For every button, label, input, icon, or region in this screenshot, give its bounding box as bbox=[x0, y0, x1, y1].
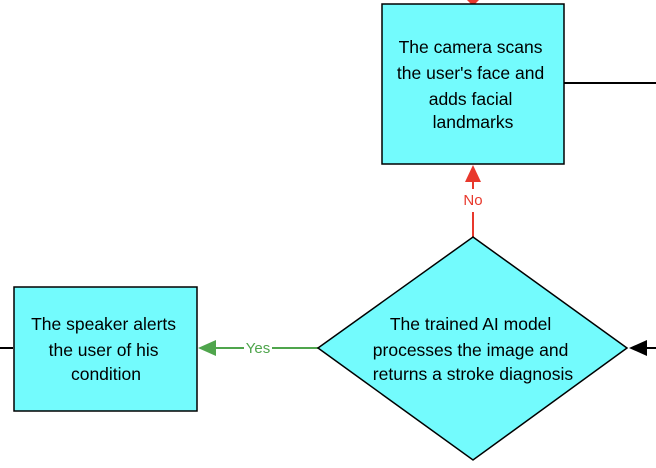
edge-incoming-right-arrowhead bbox=[629, 340, 647, 356]
process-box-speaker-alert[interactable] bbox=[13, 286, 198, 412]
edge-no-arrowhead bbox=[465, 165, 481, 182]
speaker-alert-line: The speaker alerts bbox=[31, 314, 176, 334]
camera-scan-line: landmarks bbox=[433, 112, 514, 132]
edge-incoming-top bbox=[467, 0, 479, 6]
ai-model-line: The trained AI model bbox=[390, 314, 551, 334]
ai-model-line: returns a stroke diagnosis bbox=[373, 364, 574, 384]
ai-model-line: processes the image and bbox=[373, 340, 569, 360]
camera-scan-text: The camera scans the user's face and add… bbox=[397, 37, 549, 132]
speaker-alert-line: the user of his bbox=[49, 340, 159, 360]
edge-no-label: No bbox=[463, 192, 482, 209]
camera-scan-line: the user's face and bbox=[397, 63, 544, 83]
ai-model-text: The trained AI model processes the image… bbox=[373, 314, 574, 384]
edge-yes-arrowhead bbox=[198, 340, 216, 356]
camera-scan-line: The camera scans bbox=[399, 37, 543, 57]
speaker-alert-text: The speaker alerts the user of his condi… bbox=[31, 314, 181, 384]
speaker-alert-line: condition bbox=[71, 364, 141, 384]
edge-yes-label: Yes bbox=[246, 340, 270, 357]
process-box-camera-scan[interactable] bbox=[381, 3, 565, 165]
camera-scan-line: adds facial bbox=[429, 89, 513, 109]
decision-diamond-ai-model[interactable] bbox=[316, 236, 629, 461]
